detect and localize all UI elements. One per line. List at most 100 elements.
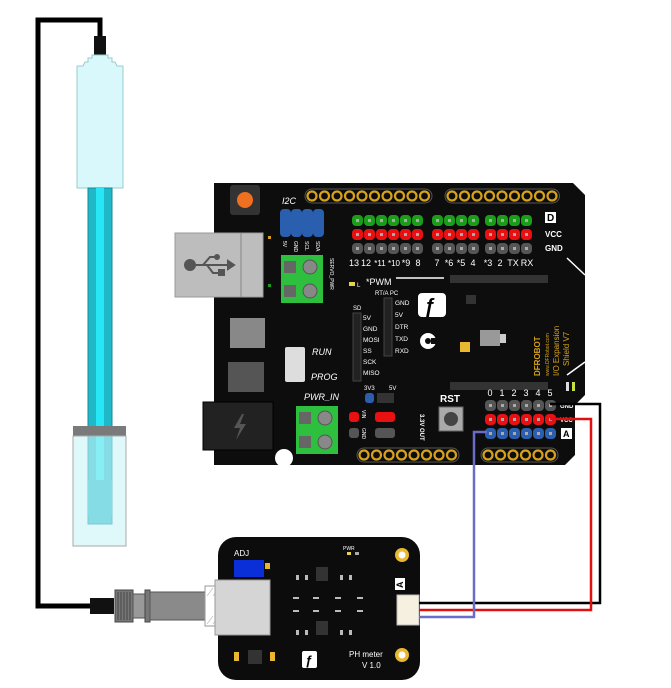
header-hole: [383, 449, 395, 461]
3v3-label: 3V3: [364, 386, 375, 392]
pwm-label: *PWM: [366, 277, 392, 287]
digital-pin-header[interactable]: [352, 215, 532, 254]
header-hole: [393, 190, 406, 202]
beaker-rim: [73, 426, 126, 436]
vin-label: VIN: [360, 410, 366, 419]
ph-meter-board: ADJ PWR A ƒ PH meter V 1.0: [214, 537, 420, 680]
analog-pin-label: 5: [547, 388, 552, 398]
run-prog-switch[interactable]: [285, 347, 305, 382]
i2c-pin-label: SCL: [303, 241, 309, 251]
header-hole: [318, 190, 331, 202]
ph-meter-name: PH meter: [349, 650, 383, 659]
adj-label: ADJ: [234, 549, 249, 558]
header-hole: [496, 190, 508, 202]
brand-url: www.DFRobot.com: [545, 333, 551, 376]
adj-potentiometer[interactable]: [234, 560, 264, 577]
prog-label: PROG: [311, 372, 338, 382]
header-hole: [445, 449, 458, 461]
analog-pin-label: 2: [511, 388, 516, 398]
header-hole: [356, 190, 368, 202]
3v3-out-label: 3.3V OUT: [418, 414, 424, 441]
digital-pin-label: 7: [434, 258, 439, 268]
header-hole: [368, 190, 381, 202]
i2c-pin-label: 5V: [281, 241, 287, 248]
signal-connector[interactable]: [396, 594, 420, 626]
digital-d-label: D: [547, 213, 554, 224]
bluetooth-header[interactable]: [383, 297, 393, 357]
5v-label: 5V: [389, 386, 396, 392]
brand-label: DFROBOT: [533, 336, 542, 376]
lightning-icon: [234, 414, 246, 440]
header-hole: [420, 449, 433, 461]
beaker: [72, 435, 127, 547]
ph-probe: [72, 54, 127, 547]
header-hole: [471, 190, 483, 202]
bnc-socket: [214, 579, 271, 636]
digital-pin-label: 12: [361, 258, 371, 268]
bottom-header-right: [480, 447, 559, 463]
rtapc-label: RT/A PC: [375, 291, 399, 297]
top-header-right: [444, 188, 560, 204]
header-hole: [358, 449, 370, 461]
product-version: Shield V7: [562, 331, 571, 366]
header-hole: [533, 190, 546, 202]
header-hole: [458, 190, 471, 202]
header-hole: [532, 449, 544, 461]
rst-label: RST: [440, 394, 460, 405]
orange-button[interactable]: [237, 192, 253, 208]
header-hole: [521, 190, 533, 202]
gnd-label: GND: [360, 428, 366, 440]
i2c-header[interactable]: [280, 209, 324, 237]
sd-label: SD: [353, 306, 362, 312]
bluetooth-pin-label: TXD: [395, 336, 408, 343]
open-hardware-icon: [420, 333, 437, 349]
bottom-header-left: [356, 447, 460, 463]
io-expansion-shield: I2C 5V GND SCL SDA SERVO_PWR D VCC GND 1…: [174, 183, 586, 467]
header-hole: [546, 190, 558, 202]
digital-pin-label: 13: [349, 258, 359, 268]
header-hole: [519, 449, 532, 461]
header-hole: [331, 190, 343, 202]
bluetooth-pin-label: 5V: [395, 312, 404, 319]
digital-pin-label: *9: [402, 258, 411, 268]
digital-pin-label: TX: [507, 258, 519, 268]
ph-meter-version: V 1.0: [362, 661, 381, 670]
header-hole: [507, 449, 519, 461]
digital-gnd-label: GND: [545, 244, 563, 253]
usb-icon: [184, 254, 236, 276]
sd-header[interactable]: [352, 312, 362, 382]
header-hole: [494, 449, 507, 461]
analog-pin-label: 3: [523, 388, 528, 398]
sd-pin-label: MOSI: [363, 337, 380, 344]
digital-pin-label: RX: [521, 258, 534, 268]
pwr-in-terminal[interactable]: [296, 406, 338, 454]
usb-port: [174, 232, 264, 298]
svg-text:ƒ: ƒ: [424, 296, 435, 318]
gnd-wire: [419, 402, 602, 605]
analog-pin-label: 0: [487, 388, 492, 398]
header-hole: [408, 449, 420, 461]
bluetooth-pin-label: RXD: [395, 348, 409, 355]
header-hole: [306, 190, 318, 202]
digital-pin-label: 4: [470, 258, 475, 268]
sd-pin-label: SS: [363, 348, 372, 355]
digital-pin-label: 2: [497, 258, 502, 268]
analog-vcc-label: VCC: [560, 418, 573, 424]
sd-pin-label: GND: [363, 326, 378, 333]
header-hole: [482, 449, 494, 461]
digital-pin-label: *11: [374, 259, 386, 268]
analog-pin-header[interactable]: [485, 400, 556, 439]
reset-button[interactable]: [444, 412, 458, 426]
digital-pin-label: *5: [457, 258, 466, 268]
analog-pin-label: 4: [535, 388, 540, 398]
product-name: I/O Expansion: [552, 326, 561, 376]
bluetooth-pin-label: GND: [395, 300, 410, 307]
analog-pin-label: 1: [499, 388, 504, 398]
digital-pin-label: *3: [484, 258, 493, 268]
voltage-jumper[interactable]: [365, 393, 374, 403]
pwr-label: PWR: [343, 546, 355, 552]
header-hole: [508, 190, 521, 202]
servo-pwr-terminal[interactable]: [281, 255, 323, 303]
analog-gnd-label: GND: [560, 404, 574, 410]
sd-pin-label: SCK: [363, 359, 377, 366]
